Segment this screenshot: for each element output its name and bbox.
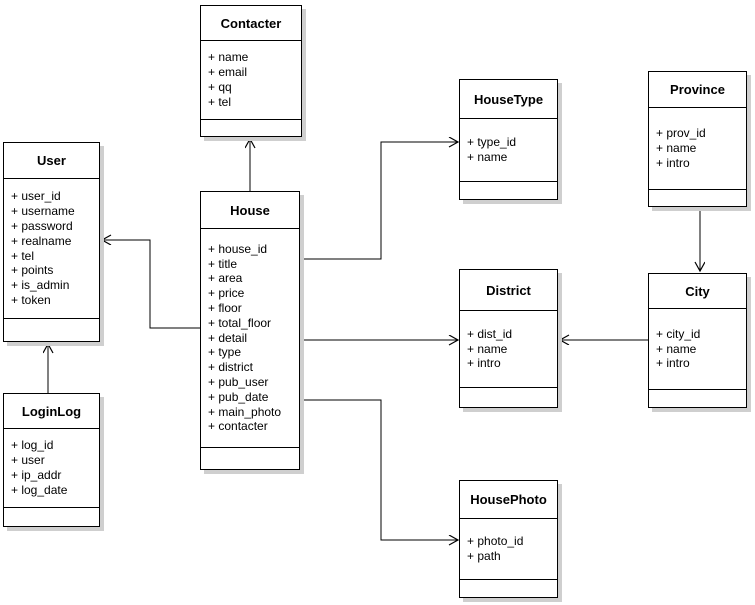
attribute: + log_date xyxy=(11,482,68,497)
attribute: + qq xyxy=(208,80,232,94)
class-house-title: House xyxy=(201,192,299,229)
edge-house-housetype[interactable] xyxy=(300,142,458,260)
class-user-operations-empty xyxy=(4,319,99,341)
attribute: + log_id xyxy=(11,438,54,453)
attribute: + name xyxy=(467,150,508,164)
attribute: + user xyxy=(11,453,45,468)
attribute: + tel xyxy=(11,248,35,263)
attribute: + email xyxy=(208,65,248,80)
attribute: + prov_id xyxy=(656,126,706,141)
class-contacter[interactable]: Contacter + name + email + qq + tel xyxy=(200,5,302,137)
attribute: + name xyxy=(208,50,249,65)
attribute: + type_id xyxy=(467,135,517,150)
class-housephoto-attributes: + photo_id + path xyxy=(460,519,557,580)
class-province-attributes: + prov_id + name + intro xyxy=(649,108,746,190)
attribute: + pub_date xyxy=(208,389,269,404)
attribute: + main_photo xyxy=(208,404,282,419)
attribute: + points xyxy=(11,263,54,278)
attribute: + path xyxy=(467,549,501,563)
class-province[interactable]: Province + prov_id + name + intro xyxy=(648,71,747,207)
attribute: + detail xyxy=(208,330,248,345)
class-loginlog-title: LoginLog xyxy=(4,394,99,429)
class-user-attributes: + user_id + username + password + realna… xyxy=(4,179,99,319)
attribute: + ip_addr xyxy=(11,468,62,482)
class-loginlog[interactable]: LoginLog + log_id + user + ip_addr + log… xyxy=(3,393,100,527)
class-city-operations-empty xyxy=(649,390,746,407)
attribute: + name xyxy=(656,341,697,356)
class-housephoto-operations-empty xyxy=(460,580,557,597)
class-housetype-attributes: + type_id + name xyxy=(460,119,557,182)
class-city-title: City xyxy=(649,274,746,309)
attribute: + price xyxy=(208,286,245,301)
class-user-title: User xyxy=(4,143,99,179)
class-district-title: District xyxy=(460,270,557,311)
attribute: + type xyxy=(208,345,242,360)
class-loginlog-attributes: + log_id + user + ip_addr + log_date xyxy=(4,429,99,508)
attribute: + intro xyxy=(467,356,501,371)
attribute: + pub_user xyxy=(208,374,269,389)
class-district-attributes: + dist_id + name + intro xyxy=(460,311,557,388)
attribute: + token xyxy=(11,292,51,307)
edge-house-housephoto[interactable] xyxy=(300,399,458,540)
attribute: + contacter xyxy=(208,419,268,434)
attribute: + realname xyxy=(11,233,72,248)
attribute: + floor xyxy=(208,301,242,315)
class-district-operations-empty xyxy=(460,388,557,407)
class-house-attributes: + house_id + title + area + price + floo… xyxy=(201,229,299,448)
class-contacter-operations-empty xyxy=(201,120,301,136)
attribute: + title xyxy=(208,256,238,271)
attribute: + dist_id xyxy=(467,326,513,341)
class-housetype-title: HouseType xyxy=(460,80,557,119)
attribute: + photo_id xyxy=(467,534,524,549)
class-city-attributes: + city_id + name + intro xyxy=(649,309,746,390)
class-province-operations-empty xyxy=(649,190,746,206)
class-housetype[interactable]: HouseType + type_id + name xyxy=(459,79,558,200)
attribute: + is_admin xyxy=(11,278,70,293)
class-house[interactable]: House + house_id + title + area + price … xyxy=(200,191,300,470)
class-user[interactable]: User + user_id + username + password + r… xyxy=(3,142,100,342)
class-house-operations-empty xyxy=(201,448,299,469)
class-province-title: Province xyxy=(649,72,746,108)
attribute: + area xyxy=(208,271,243,286)
class-contacter-attributes: + name + email + qq + tel xyxy=(201,41,301,120)
class-contacter-title: Contacter xyxy=(201,6,301,41)
attribute: + city_id xyxy=(656,326,701,341)
class-loginlog-operations-empty xyxy=(4,508,99,526)
class-city[interactable]: City + city_id + name + intro xyxy=(648,273,747,408)
class-housephoto[interactable]: HousePhoto + photo_id + path xyxy=(459,480,558,598)
attribute: + tel xyxy=(208,94,232,109)
attribute: + name xyxy=(656,141,697,156)
class-housetype-operations-empty xyxy=(460,182,557,199)
class-housephoto-title: HousePhoto xyxy=(460,481,557,519)
attribute: + name xyxy=(467,341,508,356)
attribute: + intro xyxy=(656,356,690,371)
attribute: + username xyxy=(11,204,75,219)
attribute: + user_id xyxy=(11,189,61,204)
attribute: + house_id xyxy=(208,241,268,256)
class-district[interactable]: District + dist_id + name + intro xyxy=(459,269,558,408)
attribute: + intro xyxy=(656,155,690,170)
attribute: + password xyxy=(11,218,73,233)
edge-house-user[interactable] xyxy=(102,240,200,329)
attribute: + total_floor xyxy=(208,315,272,330)
attribute: + district xyxy=(208,360,254,375)
